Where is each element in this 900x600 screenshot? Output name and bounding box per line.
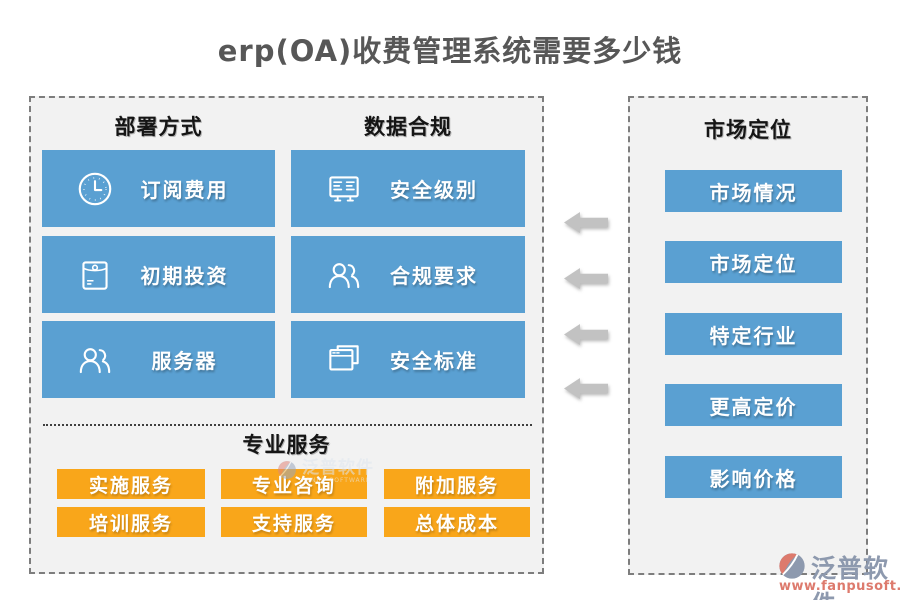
left-arrow-icon bbox=[563, 321, 609, 348]
card-market-situation: 市场情况 bbox=[665, 170, 842, 212]
card-label: 订阅费用 bbox=[140, 178, 229, 202]
tag-implementation-service: 实施服务 bbox=[57, 469, 205, 499]
envelope-icon bbox=[74, 254, 116, 296]
users-icon bbox=[74, 339, 116, 381]
card-market-positioning: 市场定位 bbox=[665, 241, 842, 283]
fanpu-logo-icon bbox=[276, 459, 298, 481]
dotted-divider bbox=[43, 424, 532, 426]
left-arrow-icon bbox=[563, 375, 609, 402]
card-subscription-fee: 订阅费用 bbox=[42, 150, 275, 227]
right-panel: 市场定位 市场情况 市场定位 特定行业 更高定价 影响价格 bbox=[628, 96, 868, 575]
left-arrow-icon bbox=[563, 265, 609, 292]
left-panel: 部署方式 数据合规 订阅费用 初 bbox=[29, 96, 544, 574]
left-arrow-icon bbox=[563, 209, 609, 236]
tag-additional-services: 附加服务 bbox=[384, 469, 530, 499]
logo-name: 泛普软件 bbox=[811, 554, 890, 600]
section-header-data-compliance: 数据合规 bbox=[364, 115, 452, 139]
card-compliance-requirements: 合规要求 bbox=[291, 236, 525, 313]
tag-total-cost: 总体成本 bbox=[384, 507, 530, 537]
section-header-deployment: 部署方式 bbox=[114, 115, 203, 139]
users-icon bbox=[323, 254, 365, 296]
card-label: 特定行业 bbox=[709, 323, 798, 348]
tag-support-service: 支持服务 bbox=[221, 507, 367, 537]
watermark-logo: 泛普软件 FANPU SOFTWARE bbox=[276, 459, 374, 484]
card-specific-industry: 特定行业 bbox=[665, 313, 842, 355]
card-security-standards: 安全标准 bbox=[291, 321, 525, 398]
watermark-subname: FANPU SOFTWARE bbox=[302, 477, 371, 484]
checklist-board-icon bbox=[323, 168, 365, 210]
tag-training-service: 培训服务 bbox=[57, 507, 205, 537]
card-label: 更高定价 bbox=[709, 394, 798, 419]
card-security-level: 安全级别 bbox=[291, 150, 525, 227]
windows-icon bbox=[323, 339, 365, 381]
card-label: 安全级别 bbox=[390, 178, 478, 202]
card-label: 合规要求 bbox=[390, 264, 478, 288]
card-label: 服务器 bbox=[151, 349, 218, 373]
card-label: 市场定位 bbox=[709, 251, 798, 276]
card-label: 安全标准 bbox=[390, 349, 478, 373]
card-label: 影响价格 bbox=[709, 466, 798, 491]
card-label: 初期投资 bbox=[140, 264, 229, 288]
card-price-influence: 影响价格 bbox=[665, 456, 842, 498]
fanpu-logo: 泛普软件 www.fanpusoft.com bbox=[775, 549, 900, 600]
section-header-professional-services: 专业服务 bbox=[242, 433, 331, 457]
section-header-market-positioning: 市场定位 bbox=[704, 118, 792, 142]
card-initial-investment: 初期投资 bbox=[42, 236, 275, 313]
card-higher-pricing: 更高定价 bbox=[665, 384, 842, 426]
page-title: erp(OA)收费管理系统需要多少钱 bbox=[217, 34, 683, 68]
card-label: 市场情况 bbox=[709, 180, 798, 205]
fanpu-logo-icon bbox=[777, 551, 807, 581]
clock-icon bbox=[74, 168, 116, 210]
card-server: 服务器 bbox=[42, 321, 275, 398]
logo-url: www.fanpusoft.com bbox=[779, 579, 900, 594]
watermark-name: 泛普软件 bbox=[302, 458, 374, 478]
